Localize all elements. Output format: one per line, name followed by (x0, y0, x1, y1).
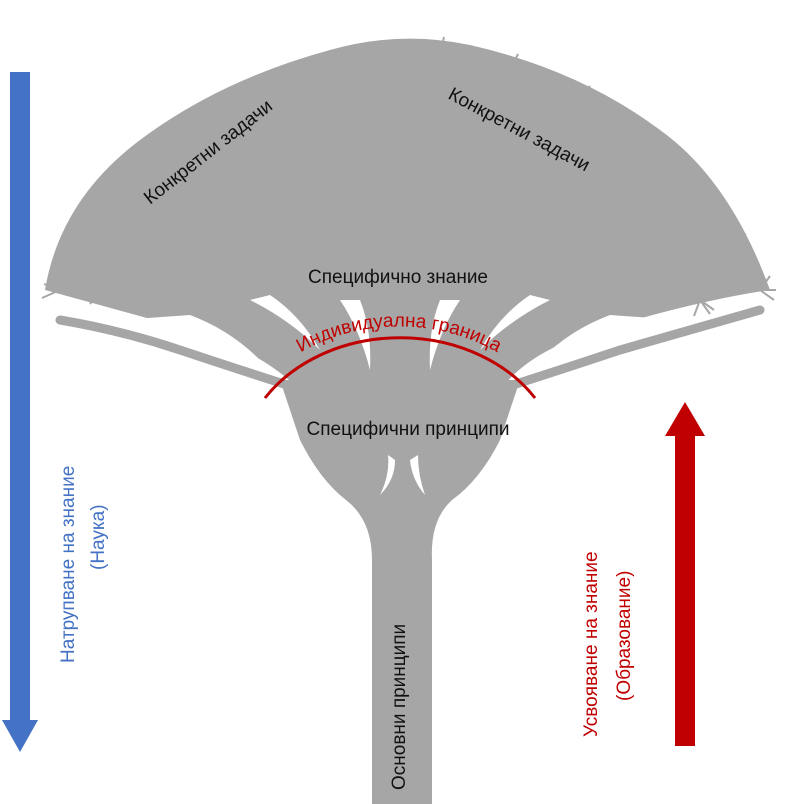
arrow-down-icon (2, 720, 38, 752)
education-arrow-shaft (675, 436, 695, 746)
education-label-line2: (Образование) (614, 571, 635, 701)
tree-foliage (41, 36, 776, 317)
science-label-line2: (Наука) (88, 504, 109, 570)
basic-principles-label: Основни принципи (389, 624, 410, 790)
specific-principles-label: Специфични принципи (307, 419, 510, 440)
tree-illustration (41, 36, 776, 804)
arrow-up-icon (665, 402, 705, 436)
science-arrow-shaft (10, 72, 30, 720)
education-arrow (665, 402, 705, 746)
tree-branches (55, 225, 765, 425)
individual-boundary-arc (263, 336, 537, 399)
science-arrow (2, 72, 38, 752)
tree-trunk (280, 380, 520, 804)
specific-knowledge-label: Специфично знание (308, 267, 488, 288)
science-label-line1: Натрупване на знание (58, 466, 79, 663)
tree-branch-gaps (120, 295, 680, 495)
education-label-line1: Усвояване на знание (581, 551, 602, 737)
